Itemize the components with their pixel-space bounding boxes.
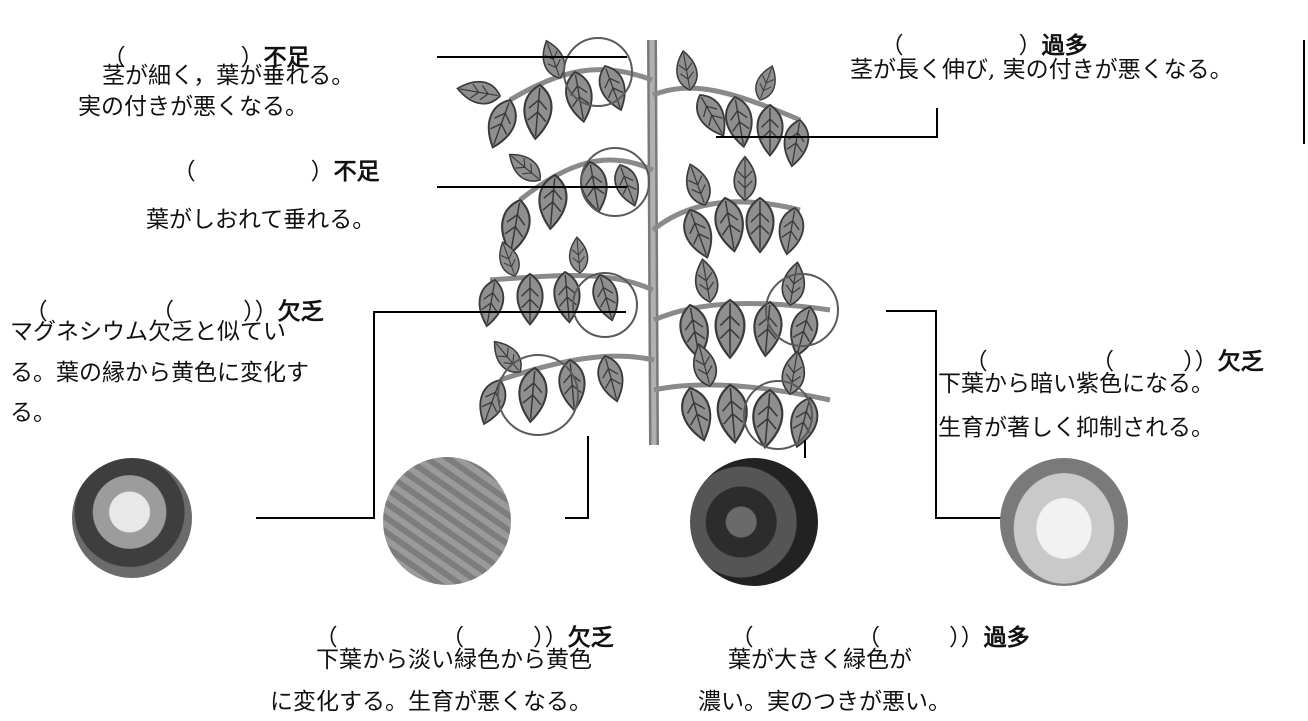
label-f-paren: （ （ ））: [314, 625, 568, 651]
highlight-circle-a: [563, 37, 633, 107]
label-c-paren: （ （ ））: [24, 299, 278, 325]
label-d-tag: 過多: [1041, 33, 1088, 59]
label-f-desc2: に変化する。生育が悪くなる。: [270, 689, 592, 715]
label-b-desc1: 葉がしおれて垂れる。: [146, 207, 376, 233]
label-g-desc2: 濃い。実のつきが悪い。: [698, 689, 951, 715]
leaf-photo-2: [383, 457, 511, 585]
label-a-paren: （ ）: [102, 45, 264, 71]
label-g-heading: （ （ ））過多: [716, 596, 1030, 652]
label-b-paren: （ ）: [172, 159, 334, 185]
label-e-paren: （ （ ））: [964, 349, 1218, 375]
leaf-photo-3: [690, 458, 818, 586]
connector-b: [437, 186, 627, 188]
connector-g-v: [804, 440, 806, 458]
highlight-circle-f: [497, 354, 579, 436]
connector-e-top: [886, 310, 937, 312]
highlight-circle-b: [580, 147, 650, 217]
label-c-tag: 欠乏: [277, 299, 324, 325]
highlight-circle-c: [572, 272, 638, 338]
label-b-heading: （ ）不足: [158, 130, 380, 186]
label-c-desc1: マグネシウム欠乏と似てい: [10, 319, 286, 345]
connector-e-bottom: [935, 517, 1015, 519]
leaf-photo-4: [1000, 458, 1128, 586]
connector-c-v: [373, 311, 375, 519]
connector-e-v: [935, 310, 937, 518]
label-a-desc1: 茎が細く，葉が垂れる。: [102, 63, 355, 89]
label-c-desc3: る。: [10, 400, 56, 426]
label-g-desc1: 葉が大きく緑色が: [728, 647, 912, 673]
label-d-paren: （ ）: [880, 33, 1042, 59]
label-g-tag: 過多: [983, 625, 1030, 651]
highlight-circle-e: [765, 273, 839, 347]
label-a-desc2: 実の付きが悪くなる。: [78, 94, 308, 120]
label-f-heading: （ （ ））欠乏: [300, 596, 614, 652]
connector-d-v: [936, 108, 938, 138]
label-a-tag: 不足: [263, 45, 310, 71]
leaf-photo-1: [72, 458, 192, 578]
label-e-desc1: 下葉から暗い紫色になる。: [938, 371, 1214, 397]
label-b-tag: 不足: [333, 159, 380, 185]
label-a-heading: （ ）不足: [88, 16, 310, 72]
connector-d-h: [716, 136, 938, 138]
connector-f-h: [565, 517, 589, 519]
right-edge-line: [1303, 40, 1305, 144]
connector-a: [437, 56, 627, 58]
label-d-heading: （ ）過多: [866, 4, 1088, 60]
label-c-heading: （ （ ））欠乏: [10, 270, 324, 326]
connector-c-bottom: [256, 517, 375, 519]
label-c-desc2: る。葉の縁から黄色に変化す: [10, 360, 309, 386]
label-e-desc2: 生育が著しく抑制される。: [938, 415, 1214, 441]
label-g-paren: （ （ ））: [730, 625, 984, 651]
highlight-circle-g: [743, 380, 813, 450]
label-d-desc1: 茎が長く伸び, 実の付きが悪くなる。: [850, 57, 1233, 83]
label-f-desc1: 下葉から淡い緑色から黄色: [316, 647, 592, 673]
label-f-tag: 欠乏: [567, 625, 614, 651]
label-e-heading: （ （ ））欠乏: [950, 320, 1264, 376]
connector-f-v: [587, 436, 589, 519]
label-e-tag: 欠乏: [1217, 349, 1264, 375]
connector-c-top: [374, 311, 626, 313]
